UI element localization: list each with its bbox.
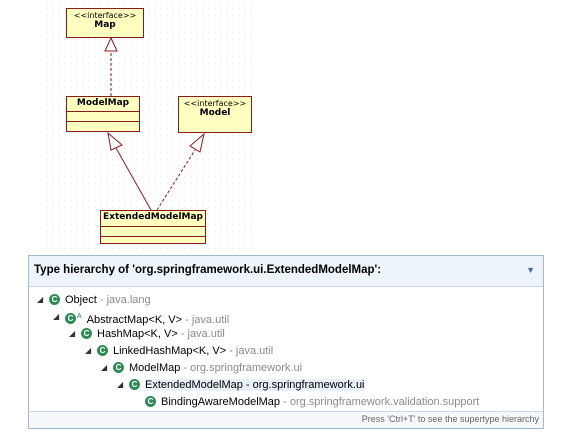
tree-item-package: java.util bbox=[191, 313, 230, 326]
expand-triangle-icon[interactable]: ◢ bbox=[117, 380, 124, 389]
modelmap-name: ModelMap bbox=[76, 98, 130, 108]
modelmap-attr-divider bbox=[67, 111, 139, 112]
tree-item-package: java.util bbox=[235, 345, 274, 357]
uml-box-model: <<interface>> Model bbox=[178, 96, 252, 133]
expand-triangle-icon[interactable]: ◢ bbox=[101, 363, 108, 372]
tree-item-package: org.springframework.ui bbox=[190, 362, 303, 374]
class-icon: C bbox=[49, 293, 60, 305]
realization-arrowhead-model bbox=[189, 132, 205, 153]
uml-connectors bbox=[104, 36, 205, 211]
tree-item-package: java.lang bbox=[106, 294, 151, 306]
tree-item-name: Object bbox=[65, 294, 97, 306]
class-icon: C bbox=[113, 361, 124, 373]
chevron-down-icon[interactable]: ▼ bbox=[526, 265, 535, 275]
uml-box-modelmap: ModelMap bbox=[66, 96, 140, 132]
modelmap-op-divider bbox=[67, 121, 139, 122]
tree-item-name: ExtendedModelMap bbox=[145, 379, 243, 391]
tree-item-package: org.springframework.ui bbox=[252, 379, 365, 391]
model-name: Model bbox=[199, 108, 231, 118]
tree-item-name: AbstractMap<K, V> bbox=[86, 313, 183, 326]
class-icon: C bbox=[81, 327, 92, 339]
type-hierarchy-header: Type hierarchy of 'org.springframework.u… bbox=[29, 256, 543, 287]
model-stereotype: <<interface>> bbox=[183, 99, 247, 108]
extendedmodelmap-name: ExtendedModelMap bbox=[103, 212, 203, 222]
supertype-hint: Press 'Ctrl+T' to see the supertype hier… bbox=[361, 414, 539, 424]
type-hierarchy-footer: Press 'Ctrl+T' to see the supertype hier… bbox=[29, 411, 543, 428]
realization-line-extended-model bbox=[156, 149, 196, 211]
extendedmodelmap-attr-divider bbox=[101, 226, 205, 227]
tree-item-package: org.springframework.validation.support bbox=[289, 396, 480, 408]
abstract-modifier-icon: A bbox=[77, 313, 82, 320]
class-icon: C bbox=[97, 344, 108, 356]
map-stereotype: <<interface>> bbox=[73, 11, 137, 20]
tree-item-package: java.util bbox=[187, 328, 225, 340]
expand-triangle-icon[interactable]: ◢ bbox=[37, 295, 44, 304]
abstract-class-icon: C bbox=[65, 313, 76, 325]
class-icon: C bbox=[145, 395, 156, 407]
tree-item-name: ModelMap bbox=[129, 362, 181, 374]
realization-arrowhead-map bbox=[104, 36, 118, 52]
uml-box-map: <<interface>> Map bbox=[66, 8, 144, 38]
tree-item-name: HashMap<K, V> bbox=[97, 328, 178, 340]
class-icon: C bbox=[129, 378, 140, 390]
expand-triangle-icon[interactable]: ◢ bbox=[85, 346, 92, 355]
tree-item-name: LinkedHashMap<K, V> bbox=[113, 345, 227, 357]
type-hierarchy-title: Type hierarchy of 'org.springframework.u… bbox=[34, 264, 382, 276]
generalization-line-extended-modelmap bbox=[115, 147, 152, 211]
uml-box-extendedmodelmap: ExtendedModelMap bbox=[100, 210, 206, 244]
uml-class-diagram: <<interface>> Map ModelMap <<interface>>… bbox=[44, 0, 256, 252]
expand-triangle-icon[interactable]: ◢ bbox=[53, 312, 60, 321]
map-name: Map bbox=[94, 20, 116, 30]
type-hierarchy-popup: Type hierarchy of 'org.springframework.u… bbox=[28, 255, 544, 429]
extendedmodelmap-op-divider bbox=[101, 236, 205, 237]
tree-item-name: BindingAwareModelMap bbox=[161, 396, 281, 408]
expand-triangle-icon[interactable]: ◢ bbox=[69, 329, 76, 338]
generalization-arrowhead-modelmap bbox=[107, 131, 123, 151]
